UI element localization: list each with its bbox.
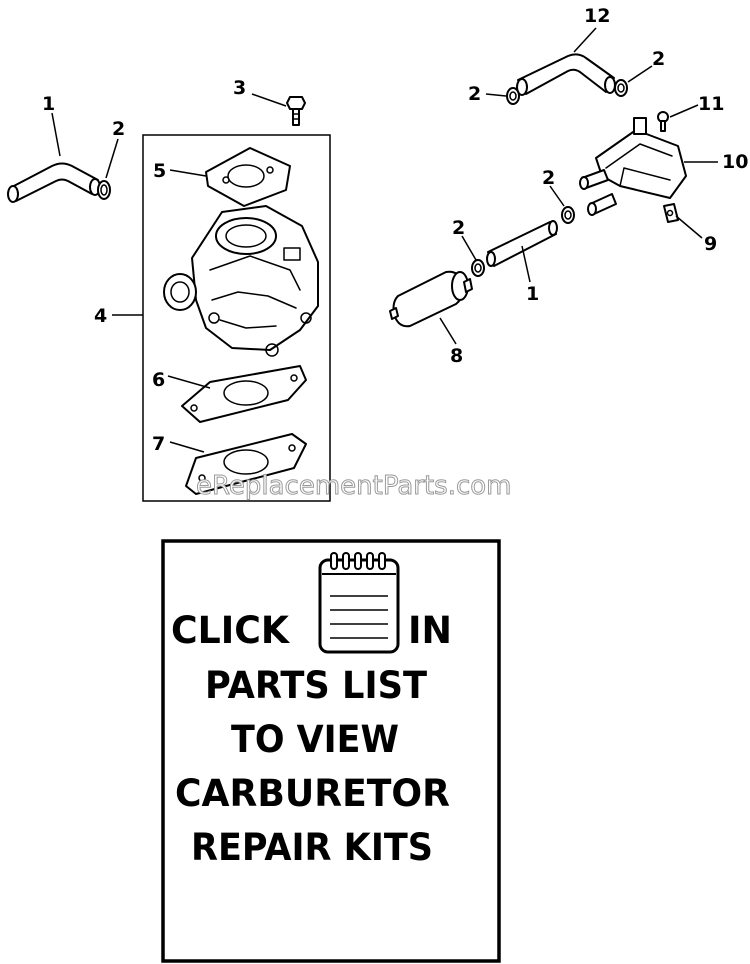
notepad-icon[interactable] <box>318 552 400 654</box>
callout-11[interactable]: 11 <box>698 93 724 115</box>
callout-7[interactable]: 7 <box>152 433 165 455</box>
callout-6[interactable]: 6 <box>152 369 165 391</box>
callout-10[interactable]: 10 <box>722 151 748 173</box>
callout-1-left[interactable]: 1 <box>42 93 55 115</box>
repair-kit-info-box: CLICK IN PARTS LIST TO VIEW CARBURETOR R… <box>161 539 501 963</box>
part-2-top-right-clamp[interactable] <box>614 79 628 97</box>
callout-3[interactable]: 3 <box>233 77 246 99</box>
part-8-fuel-filter[interactable] <box>389 270 473 328</box>
part-2-left-clamp[interactable] <box>97 180 111 200</box>
part-12-top-hose[interactable] <box>516 53 616 96</box>
callout-9[interactable]: 9 <box>704 233 717 255</box>
part-4-carburetor[interactable] <box>163 205 319 357</box>
callout-2-top-left[interactable]: 2 <box>468 83 481 105</box>
callout-1-right[interactable]: 1 <box>526 283 539 305</box>
watermark: eReplacementParts.com <box>196 471 512 501</box>
part-6-gasket[interactable] <box>181 365 307 423</box>
part-9-bracket[interactable] <box>663 203 679 223</box>
callout-5[interactable]: 5 <box>153 160 166 182</box>
callout-2-top-right[interactable]: 2 <box>652 48 665 70</box>
kit-text-parts-list: PARTS LIST <box>205 664 428 707</box>
callout-numbers: 1 2 3 5 4 6 7 12 2 2 11 10 2 2 9 1 8 <box>42 5 748 455</box>
callout-8[interactable]: 8 <box>450 345 463 367</box>
callout-12[interactable]: 12 <box>584 5 610 27</box>
part-11-screw[interactable] <box>657 111 669 132</box>
part-2-mid-clamp[interactable] <box>561 206 575 224</box>
kit-text-click: CLICK <box>171 609 290 652</box>
leader-lines <box>51 27 718 453</box>
part-7-gasket[interactable] <box>185 433 307 495</box>
part-10-fuel-pump[interactable] <box>579 117 687 216</box>
callout-2-filter[interactable]: 2 <box>452 217 465 239</box>
part-5-top-gasket[interactable] <box>205 147 291 207</box>
kit-text-carburetor: CARBURETOR <box>175 772 450 815</box>
callout-2-left[interactable]: 2 <box>112 118 125 140</box>
callout-2-mid[interactable]: 2 <box>542 167 555 189</box>
kit-text-to-view: TO VIEW <box>231 718 399 761</box>
part-1-left-hose[interactable] <box>7 162 101 203</box>
part-1-right-fuel-line[interactable] <box>486 220 558 267</box>
part-2-filter-clamp[interactable] <box>471 259 485 277</box>
kit-text-repair-kits: REPAIR KITS <box>191 826 433 869</box>
part-2-top-left-clamp[interactable] <box>506 87 520 105</box>
callout-4[interactable]: 4 <box>94 305 107 327</box>
carburetor-assembly-frame <box>142 134 331 502</box>
part-3-bolt[interactable] <box>286 96 306 126</box>
kit-text-in: IN <box>408 609 452 652</box>
